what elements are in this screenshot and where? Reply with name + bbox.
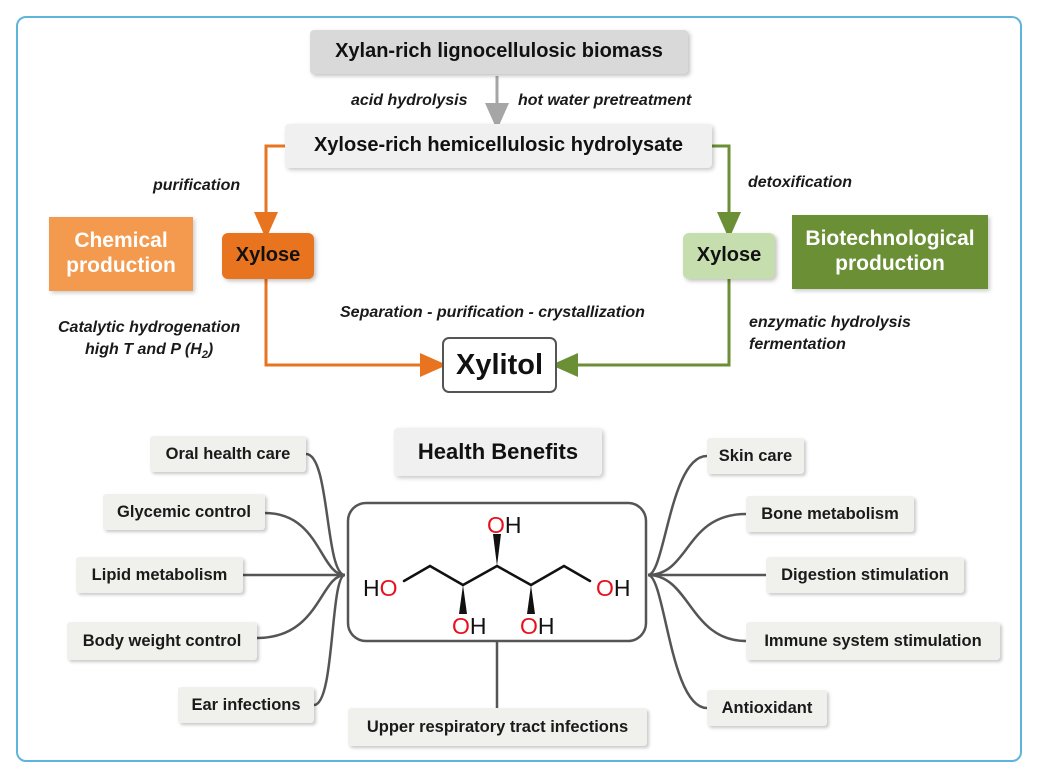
oh-bottom-right: OH <box>520 613 555 639</box>
benefit-oral-health: Oral health care <box>150 436 306 472</box>
benefit-ear-infections: Ear infections <box>178 687 314 723</box>
wedge-bond-top <box>493 534 501 566</box>
hydrolysate-box: Xylose-rich hemicellulosic hydrolysate <box>285 124 712 168</box>
label-enzymatic: enzymatic hydrolysis fermentation <box>749 314 911 353</box>
benefit-glycemic-control: Glycemic control <box>103 494 265 530</box>
oh-top: OH <box>487 512 522 538</box>
benefit-body-weight: Body weight control <box>67 622 257 660</box>
label-detoxification: detoxification <box>748 174 853 191</box>
xylose-right-box: Xylose <box>683 233 775 279</box>
label-purification: purification <box>153 177 241 194</box>
biomass-box: Xylan-rich lignocellulosic biomass <box>310 30 688 74</box>
benefit-skin-care: Skin care <box>707 438 804 474</box>
ho-left: HO <box>363 575 398 601</box>
figure-frame <box>16 16 1022 762</box>
benefit-digestion: Digestion stimulation <box>766 557 964 593</box>
oh-right: OH <box>596 575 631 601</box>
xylitol-box: Xylitol <box>442 337 557 393</box>
wedge-bond-bottom-left <box>459 585 467 614</box>
label-catalytic: Catalytic hydrogenation high T and P (H2… <box>58 319 241 361</box>
chemical-production-box: Chemical production <box>49 217 193 291</box>
benefit-antioxidant: Antioxidant <box>707 690 827 726</box>
xylose-left-box: Xylose <box>222 233 314 279</box>
wedge-bond-bottom-right <box>527 585 535 614</box>
benefit-lipid-metabolism: Lipid metabolism <box>76 557 243 593</box>
molecule-frame <box>346 501 648 643</box>
benefit-upper-respiratory: Upper respiratory tract infections <box>348 708 647 746</box>
biotech-production-box: Biotechnological production <box>792 215 988 289</box>
benefit-immune-system: Immune system stimulation <box>746 622 1000 660</box>
oh-bottom-left: OH <box>452 613 487 639</box>
health-benefits-title: Health Benefits <box>394 428 602 476</box>
label-acid-hydrolysis: acid hydrolysis <box>351 92 468 109</box>
label-separation: Separation - purification - crystallizat… <box>340 304 645 321</box>
label-hot-water: hot water pretreatment <box>518 92 692 109</box>
benefit-bone-metabolism: Bone metabolism <box>746 496 914 532</box>
xylitol-structure <box>402 564 592 587</box>
